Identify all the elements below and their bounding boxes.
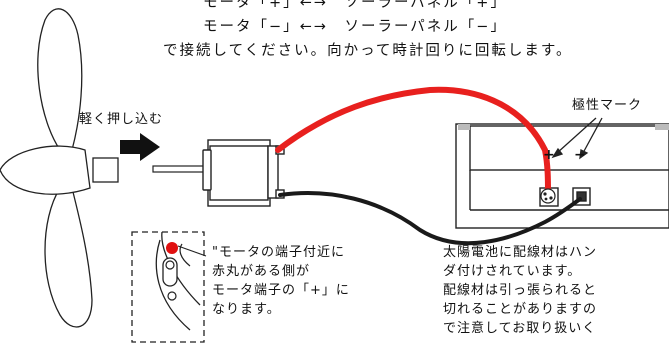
inset-note-line-4: なります。 xyxy=(212,302,281,317)
propeller xyxy=(0,8,119,328)
panel-note-line-3: 配線材は引っ張られると xyxy=(443,283,598,298)
negative-wire xyxy=(278,191,582,246)
inset-note-line-3: モータ端子の「+」に xyxy=(212,283,350,298)
red-dot-marker xyxy=(166,242,178,254)
motor xyxy=(202,139,285,207)
instruction-line-3: で接続してください。向かって時計回りに回転します。 xyxy=(163,43,573,59)
push-label: 軽く押し込む xyxy=(79,112,164,127)
inset-note-line-2: 赤丸がある側が xyxy=(212,264,311,279)
plus-sign: + xyxy=(543,147,555,163)
panel-note-line-2: ダ付けされています。 xyxy=(443,264,582,279)
minus-sign: − xyxy=(574,147,586,163)
instruction-line-1: モータ「+」←→ ソーラーパネル「+」 xyxy=(203,0,507,11)
push-arrow-icon xyxy=(120,133,160,161)
panel-note-line-5: で注意してお取り扱いく xyxy=(443,321,597,336)
positive-wire xyxy=(275,86,551,197)
panel-note-line-4: 切れることがありますの xyxy=(443,302,598,317)
polarity-callout-arrows xyxy=(551,117,603,160)
inset-note-line-1: "モータの端子付近に xyxy=(212,245,345,260)
instruction-line-2: モータ「−」←→ ソーラーパネル「−」 xyxy=(203,19,507,35)
polarity-mark-label: 極性マーク xyxy=(572,98,643,113)
panel-note-line-1: 太陽電池に配線材はハン xyxy=(443,245,598,260)
positive-solder-point xyxy=(540,188,556,204)
motor-terminal-inset xyxy=(131,231,207,343)
